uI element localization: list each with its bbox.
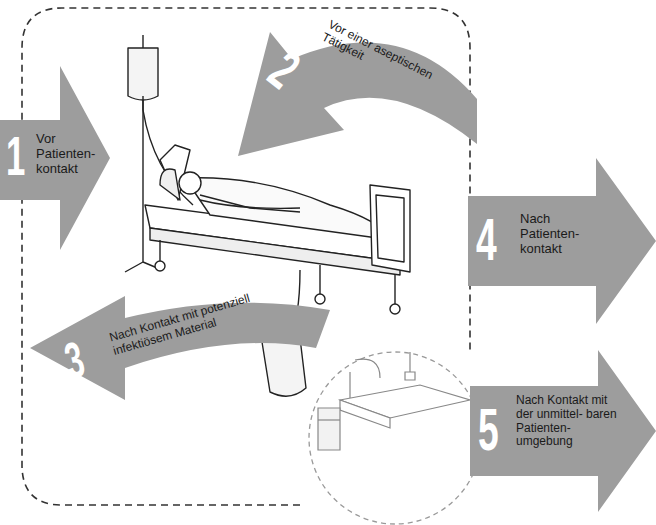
moment-number: 1 <box>6 128 25 184</box>
moment-arrow: 1Vor Patienten- kontakt <box>0 66 110 250</box>
moment-label: Nach Patienten- kontakt <box>520 212 598 257</box>
moment-label: Nach Kontakt mit der unmittel- baren Pat… <box>516 394 620 449</box>
moment-number: 5 <box>478 400 499 460</box>
arrow-fill <box>470 350 656 512</box>
moment-arrow: 4 Nach Patienten- kontakt <box>468 158 656 324</box>
arrow-fill <box>0 66 110 250</box>
moment-number: 4 <box>476 210 497 270</box>
moment-arrow: 2Vor einer aseptischen Tätigkeit <box>232 4 482 174</box>
moment-arrow: 5 Nach Kontakt mit der unmittel- baren Pa… <box>470 350 656 512</box>
moment-arrow: 3Nach Kontakt mit potenziell infektiösem… <box>30 292 330 404</box>
surroundings-circle <box>309 352 481 524</box>
empty-bed <box>318 352 470 450</box>
arrow-fill <box>468 158 656 324</box>
moment-label: Vor Patienten- kontakt <box>36 132 102 177</box>
